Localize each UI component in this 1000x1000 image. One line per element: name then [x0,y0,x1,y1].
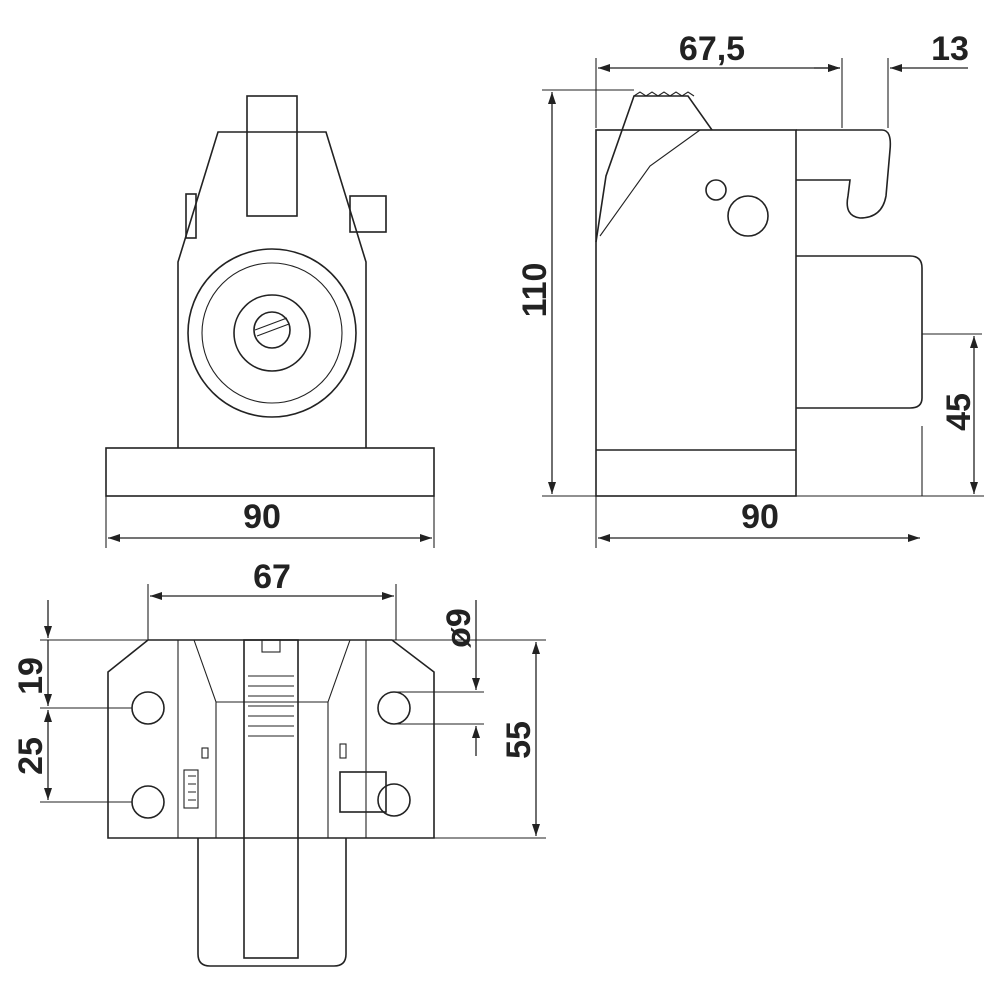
bottom-hole-left-top [131,691,165,725]
side-hook [796,129,892,219]
bottom-hole-dia-label: ø9 [440,608,478,648]
bottom-lower-box [197,838,347,967]
side-jaw [595,95,713,243]
side-width-label: 90 [741,498,779,536]
bottom-hole-right-bottom [377,783,411,817]
front-roller-inner [201,262,343,404]
side-body [595,129,797,497]
bottom-top-offset-label: 19 [12,657,50,695]
side-height-label: 110 [516,263,554,318]
bottom-body [107,639,435,839]
front-view: 90 [105,95,435,548]
front-body [177,131,367,448]
side-offset-label: 45 [940,393,978,431]
front-screw [253,311,291,349]
side-depth-label: 67,5 [679,30,745,68]
side-hook-label: 13 [931,30,969,68]
side-right-block [796,255,923,409]
side-hole-large [727,195,769,237]
bottom-hole-right-top [377,691,411,725]
front-left-nub [185,193,197,239]
bottom-spacing-label: 67 [253,558,291,596]
side-view: 67,5 13 110 45 90 [516,30,984,548]
bottom-hole-spacing-label: 25 [12,737,50,775]
front-lever [246,95,298,217]
front-roller-outer [187,248,357,418]
front-base [105,447,435,497]
bottom-hole-left-bottom [131,785,165,819]
side-hole-small [705,179,727,201]
bottom-slide [243,639,299,959]
bottom-view: 67 19 25 ø9 55 [12,558,546,967]
front-hub [233,294,311,372]
front-width-label: 90 [243,498,281,536]
bottom-height-label: 55 [500,721,538,759]
bottom-latch [339,771,387,813]
